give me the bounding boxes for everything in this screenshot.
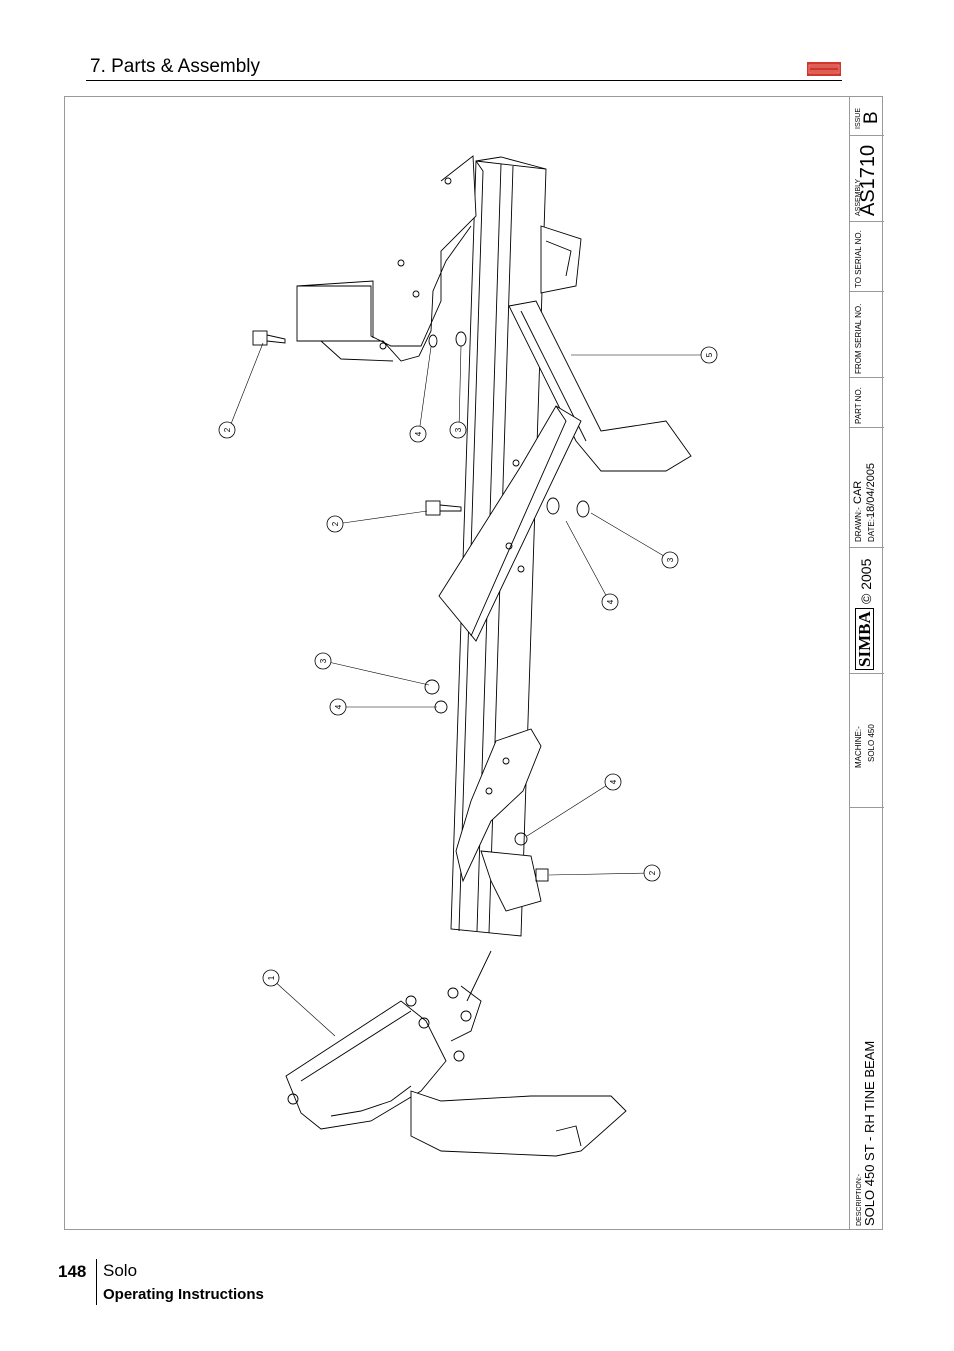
to-serial-label: TO SERIAL NO. — [854, 230, 863, 288]
svg-text:4: 4 — [606, 599, 615, 604]
machine-value: SOLO 450 — [867, 724, 876, 762]
issue-cell: ISSUE B — [850, 96, 884, 136]
svg-text:2: 2 — [331, 521, 340, 526]
fasteners — [252, 330, 590, 882]
simba-brand: SIMBA — [855, 608, 874, 670]
callout-4-bottom: 4 — [604, 773, 622, 791]
from-serial-label: FROM SERIAL NO. — [854, 303, 863, 374]
title-block: ISSUE B ASSEMBLY AS1710 TO SERIAL NO. FR… — [849, 96, 884, 1230]
footer-document: Operating Instructions — [103, 1286, 264, 1303]
callout-1: 1 — [262, 969, 280, 987]
copyright-year: © 2005 — [858, 558, 874, 604]
section-title: 7. Parts & Assembly — [90, 56, 261, 77]
copyright-cell: SIMBA © 2005 — [850, 548, 884, 674]
date-value: 18/04/2005 — [865, 462, 877, 518]
callout-3-upper: 3 — [449, 421, 467, 439]
part-no-cell: PART NO. — [850, 378, 884, 428]
svg-text:2: 2 — [223, 427, 232, 432]
upper-mounting-bracket — [296, 155, 477, 362]
svg-text:2: 2 — [648, 870, 657, 875]
svg-text:4: 4 — [334, 704, 343, 709]
callout-2-middle: 2 — [326, 515, 344, 533]
callout-4-middle: 4 — [601, 593, 619, 611]
callout-2-upper: 2 — [218, 421, 236, 439]
assembly-number: AS1710 — [857, 144, 879, 216]
description-cell: DESCRIPTION:- SOLO 450 ST - RH TINE BEAM — [850, 808, 884, 1229]
drawn-label: DRAWN:- — [854, 507, 863, 542]
svg-text:3: 3 — [319, 658, 328, 663]
machine-cell: MACHINE:- SOLO 450 — [850, 674, 884, 808]
callout-3-middle: 3 — [661, 551, 679, 569]
callout-2-bottom: 2 — [643, 864, 661, 882]
drawn-cell: DRAWN:- CAR DATE:- 18/04/2005 — [850, 428, 884, 548]
drawing-frame: 2 4 3 5 2 3 4 3 4 4 2 1 ISSUE B ASSEMBLY… — [64, 96, 884, 1230]
callout-4-lower: 4 — [329, 698, 347, 716]
svg-text:4: 4 — [414, 431, 423, 436]
svg-text:1: 1 — [267, 975, 276, 980]
assembly-cell: ASSEMBLY AS1710 — [850, 136, 884, 222]
svg-text:5: 5 — [705, 352, 714, 357]
exploded-assembly-drawing: 2 4 3 5 2 3 4 3 4 4 2 1 — [218, 155, 718, 1157]
to-serial-cell: TO SERIAL NO. — [850, 222, 884, 292]
svg-text:3: 3 — [454, 427, 463, 432]
date-label: DATE:- — [867, 516, 876, 542]
callout-5: 5 — [700, 346, 718, 364]
st-tine-assembly — [285, 950, 627, 1157]
callout-3-lower: 3 — [314, 652, 332, 670]
svg-text:4: 4 — [609, 779, 618, 784]
from-serial-cell: FROM SERIAL NO. — [850, 292, 884, 378]
lower-mounting-bracket — [455, 728, 542, 912]
header-divider — [86, 80, 842, 81]
footer-product: Solo — [103, 1261, 138, 1280]
description-value: SOLO 450 ST - RH TINE BEAM — [862, 1040, 877, 1226]
drawn-value: CAR — [852, 480, 864, 504]
cross-brace — [508, 225, 692, 472]
middle-clamp-plate — [438, 405, 582, 642]
footer-divider — [96, 1259, 97, 1305]
leader-lines — [228, 342, 708, 1037]
machine-label: MACHINE:- — [854, 726, 863, 768]
simba-logo — [807, 62, 841, 76]
issue-value: B — [861, 111, 882, 124]
page-number: 148 — [58, 1262, 87, 1281]
part-no-label: PART NO. — [854, 387, 863, 424]
svg-text:3: 3 — [666, 557, 675, 562]
callout-4-upper: 4 — [409, 425, 427, 443]
